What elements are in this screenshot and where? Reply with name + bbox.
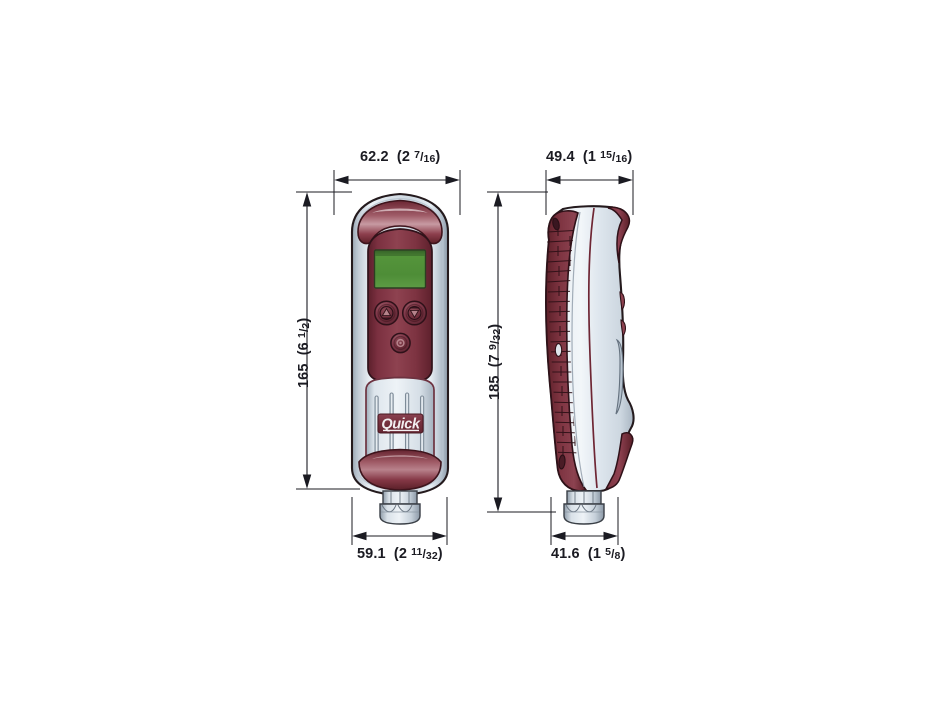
side-bottom-red-foot [604, 432, 634, 490]
down-triangle-icon [409, 309, 420, 319]
up-triangle-icon [381, 307, 392, 317]
side-connector [563, 490, 605, 525]
side-button-edge-1 [619, 291, 625, 312]
side-arrowhead-left [546, 175, 561, 185]
side-button-edge-2 [620, 319, 626, 338]
front-bottom-cap [358, 448, 442, 491]
side-seam-line [587, 207, 598, 489]
side-bottom-port [558, 454, 566, 470]
power-icon [396, 338, 405, 348]
side-arrowhead-right2 [603, 531, 618, 541]
front-connector [379, 490, 421, 525]
side-arrowhead-bottom [493, 497, 503, 512]
side-view-dimensions [487, 170, 634, 545]
side-grip-column [545, 210, 588, 492]
side-arrowhead-right [618, 175, 633, 185]
lcd-display [373, 249, 427, 289]
arrowhead-right [445, 175, 460, 185]
arrowhead-right2 [432, 531, 447, 541]
side-arrowhead-top [493, 192, 503, 207]
side-view-illustration [545, 205, 635, 525]
power-button[interactable] [390, 332, 411, 354]
brand-logo: Quick [377, 413, 424, 434]
front-top-cap-gloss [372, 208, 428, 213]
side-top-width-label: 49.4 (1 15/16) [546, 148, 633, 166]
side-top-red-hook [607, 206, 631, 264]
front-bottom-cap-gloss [372, 455, 428, 459]
side-arrowhead-left2 [551, 531, 566, 541]
arrowhead-left2 [352, 531, 367, 541]
arrowhead-left [334, 175, 349, 185]
arrowhead-top [302, 192, 312, 207]
brand-logo-text: Quick [381, 416, 421, 432]
side-highlight-edge [571, 211, 585, 488]
side-recess-strip [615, 338, 624, 415]
front-height-label: 165 (6 1/2) [295, 317, 313, 388]
side-top-port [552, 217, 560, 231]
front-view-dimensions [296, 170, 461, 545]
front-top-width-label: 62.2 (2 7/16) [360, 148, 441, 166]
side-port [554, 343, 563, 357]
front-bottom-width-label: 59.1 (2 11/32) [357, 545, 443, 563]
side-height-label: 185 (7 9/32) [486, 323, 504, 400]
down-button[interactable] [401, 300, 428, 326]
front-view-illustration: Quick [350, 192, 450, 525]
up-button[interactable] [373, 300, 400, 326]
side-bottom-width-label: 41.6 (1 5/8) [551, 545, 626, 563]
arrowhead-bottom [302, 474, 312, 489]
lcd-glare [375, 251, 425, 256]
